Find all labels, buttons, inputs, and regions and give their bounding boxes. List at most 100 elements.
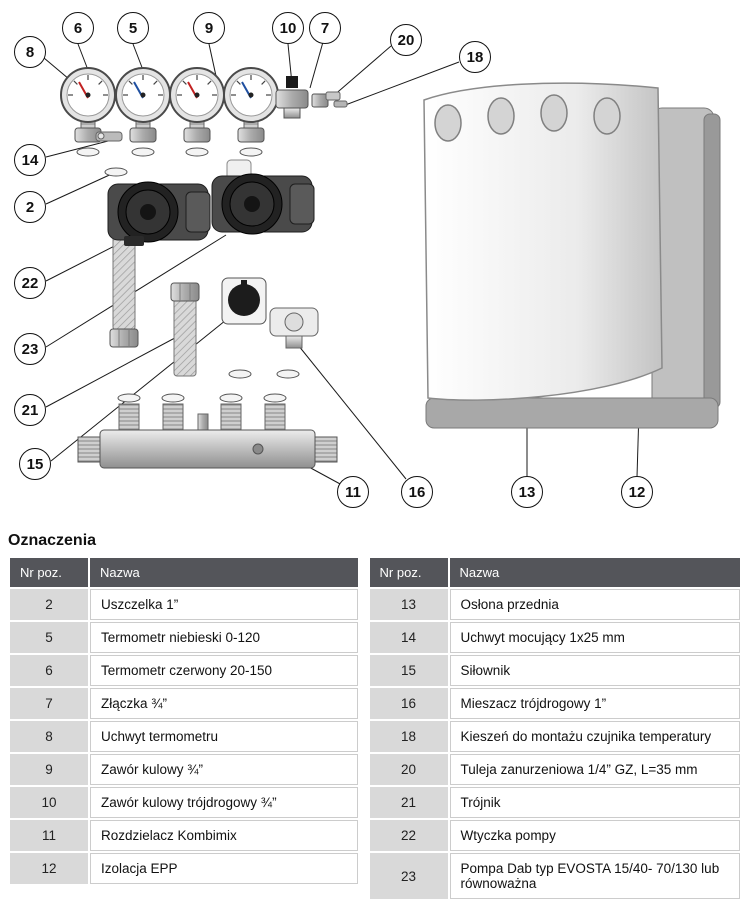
part-number: 14 (369, 622, 448, 653)
callout-14: 14 (14, 144, 46, 176)
epp-insulation (423, 82, 721, 429)
pump-2 (211, 173, 315, 235)
mounting-bracket (95, 131, 123, 142)
part-name: Siłownik (449, 655, 740, 686)
part-name: Izolacja EPP (90, 853, 358, 884)
part-name: Uchwyt mocujący 1x25 mm (449, 622, 740, 653)
part-name: Kieszeń do montażu czujnika temperatury (449, 721, 740, 752)
pump-1 (107, 181, 211, 246)
callout-21: 21 (14, 394, 46, 426)
header-row: Nr poz. Nazwa (10, 558, 358, 587)
part-name: Rozdzielacz Kombimix (90, 820, 358, 851)
three-way-mixer (269, 307, 319, 349)
part-number: 9 (10, 754, 88, 785)
col-header-nr: Nr poz. (10, 558, 88, 587)
part-number: 13 (369, 589, 448, 620)
callout-12: 12 (621, 476, 653, 508)
callout-6: 6 (62, 12, 94, 44)
part-number: 11 (10, 820, 88, 851)
manifold (77, 403, 338, 469)
col-header-name: Nazwa (449, 558, 740, 587)
col-header-name: Nazwa (90, 558, 358, 587)
front-cover (423, 82, 663, 401)
part-name: Termometr czerwony 20-150 (90, 655, 358, 686)
callout-11: 11 (337, 476, 369, 508)
gaskets-bottom (117, 369, 300, 403)
part-number: 21 (369, 787, 448, 818)
exploded-view-diagram: 8 6 5 9 10 7 20 18 14 2 22 23 21 15 11 1… (14, 12, 721, 508)
union-nut (170, 282, 200, 302)
part-name: Zawór kulowy ¾” (90, 754, 358, 785)
part-number: 15 (369, 655, 448, 686)
callout-8: 8 (14, 36, 46, 68)
part-number: 16 (369, 688, 448, 719)
callout-2: 2 (14, 191, 46, 223)
part-number: 6 (10, 655, 88, 686)
part-number: 7 (10, 688, 88, 719)
callout-15: 15 (19, 448, 51, 480)
callout-9: 9 (193, 12, 225, 44)
actuator (221, 277, 267, 325)
epp-side-panel (703, 113, 721, 409)
part-name: Uchwyt termometru (90, 721, 358, 752)
air-vent (197, 413, 209, 431)
header-row: Nr poz. Nazwa (369, 558, 740, 587)
callout-10: 10 (272, 12, 304, 44)
legend-title: Oznaczenia (8, 532, 97, 549)
col-header-nr: Nr poz. (369, 558, 448, 587)
part-name: Wtyczka pompy (449, 820, 740, 851)
part-number: 8 (10, 721, 88, 752)
callout-13: 13 (511, 476, 543, 508)
callout-20: 20 (390, 24, 422, 56)
callout-18: 18 (459, 41, 491, 73)
front-cover-holes (434, 94, 621, 142)
part-name: Pompa Dab typ EVOSTA 15/40- 70/130 lub r… (449, 853, 740, 899)
diagram-artwork (43, 41, 721, 486)
part-name: Tuleja zanurzeniowa 1/4” GZ, L=35 mm (449, 754, 740, 785)
three-way-valve (275, 76, 309, 119)
part-name: Trójnik (449, 787, 740, 818)
part-number: 22 (369, 820, 448, 851)
part-number: 2 (10, 589, 88, 620)
union-nut (109, 328, 139, 348)
callout-22: 22 (14, 267, 46, 299)
callout-16: 16 (401, 476, 433, 508)
part-name: Osłona przednia (449, 589, 740, 620)
part-number: 12 (10, 853, 88, 884)
part-name: Złączka ¾” (90, 688, 358, 719)
pump-plug (124, 236, 144, 246)
leader-lines (43, 41, 640, 486)
coupling-and-sensor-pocket (311, 91, 348, 108)
part-number: 20 (369, 754, 448, 785)
part-number: 5 (10, 622, 88, 653)
part-name: Mieszacz trójdrogowy 1” (449, 688, 740, 719)
part-number: 10 (10, 787, 88, 818)
part-number: 18 (369, 721, 448, 752)
callout-7: 7 (309, 12, 341, 44)
part-name: Uszczelka 1” (90, 589, 358, 620)
part-name: Termometr niebieski 0-120 (90, 622, 358, 653)
part-number: 23 (369, 853, 448, 899)
table-row: 7 Złączka ¾” (10, 688, 358, 719)
